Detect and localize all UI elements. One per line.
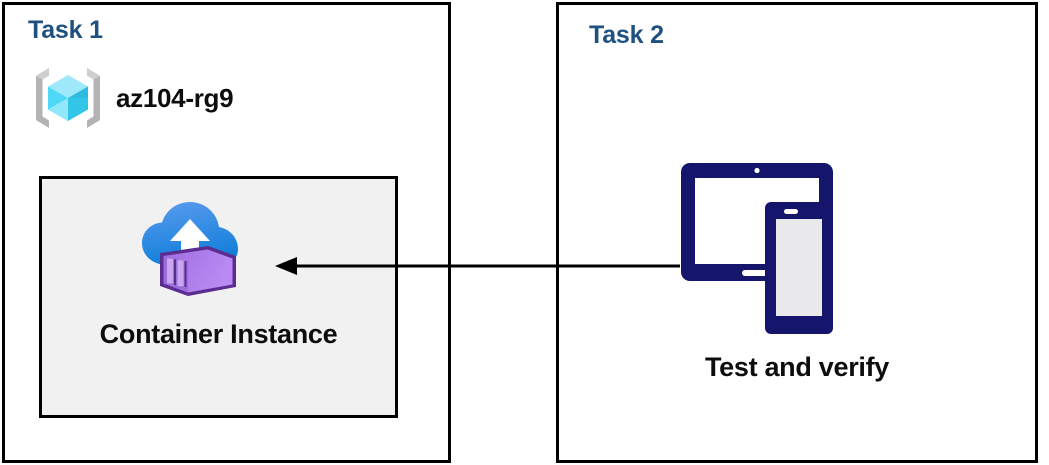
container-instance-box: Container Instance xyxy=(39,176,398,418)
task-1-title: Task 1 xyxy=(28,16,103,44)
container-instance-label: Container Instance xyxy=(99,319,338,349)
devices-tablet-phone-icon xyxy=(681,163,833,334)
resource-group-label: az104-rg9 xyxy=(116,82,234,113)
task-2-title: Task 2 xyxy=(589,21,664,49)
azure-container-instance-icon xyxy=(142,202,238,296)
resource-group-row: az104-rg9 xyxy=(32,62,234,134)
azure-resource-group-icon xyxy=(36,68,100,128)
test-and-verify-label: Test and verify xyxy=(704,352,890,382)
